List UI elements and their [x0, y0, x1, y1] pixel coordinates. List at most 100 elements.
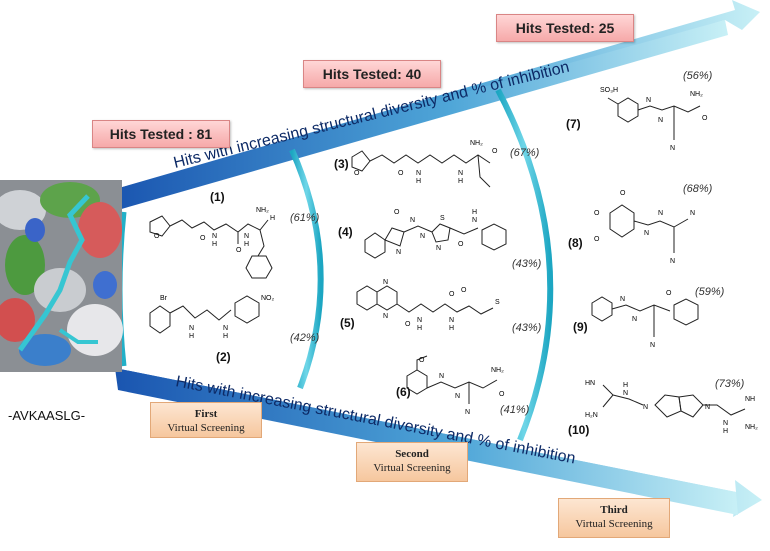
molecule-5-structure: N N O N H N H O O S — [355, 279, 500, 332]
atom-label: O — [702, 115, 708, 122]
atom-label: O — [154, 233, 160, 240]
compound-1-id: (1) — [210, 190, 225, 204]
atom-label: H — [723, 428, 728, 435]
atom-label: N — [436, 245, 441, 252]
atom-label: O — [419, 357, 425, 364]
compound-8-id: (8) — [568, 236, 583, 250]
atom-label: H — [417, 325, 422, 332]
atom-label: N — [449, 317, 454, 324]
atom-label: N — [396, 249, 401, 256]
atom-label: N — [212, 233, 217, 240]
molecule-3-structure: O O N H N H NH₂ O — [350, 140, 498, 195]
atom-label: N — [723, 420, 728, 427]
molecule-2-structure: Br NO₂ N H N H — [145, 295, 275, 340]
molecule-1: O O N H N H O NH₂ H — [140, 200, 290, 280]
atom-label: NH₂ — [690, 91, 703, 98]
atom-label: H — [189, 333, 194, 340]
compound-3-id: (3) — [334, 157, 349, 171]
molecule-7-structure: SO₃H N N NH₂ O N — [600, 87, 708, 152]
compound-9-id: (9) — [573, 320, 588, 334]
atom-label: N — [455, 393, 460, 400]
atom-label: H — [458, 178, 463, 185]
molecule-6: O N N NH₂ O N — [405, 352, 515, 416]
peptide-label: -AVKAASLG- — [8, 408, 86, 423]
atom-label: N — [189, 325, 194, 332]
atom-label: H — [449, 325, 454, 332]
compound-5-inhibition: (43%) — [512, 322, 542, 334]
molecule-8: O O O N N N N — [590, 185, 700, 265]
molecule-7: SO₃H N N NH₂ O N — [600, 80, 720, 155]
screening-text: Virtual Screening — [167, 422, 245, 434]
compound-6-inhibition: (41%) — [500, 404, 530, 416]
atom-label: N — [643, 404, 648, 411]
compound-2-inhibition: (42%) — [290, 332, 320, 344]
compound-5-id: (5) — [340, 316, 355, 330]
atom-label: Br — [160, 295, 168, 302]
screening-second: Second Virtual Screening — [356, 442, 468, 482]
atom-label: H — [416, 178, 421, 185]
atom-label: O — [492, 148, 498, 155]
atom-label: O — [449, 291, 455, 298]
atom-label: N — [658, 117, 663, 124]
atom-label: N — [383, 313, 388, 320]
screening-order: First — [194, 408, 218, 420]
screening-order: Third — [600, 504, 628, 516]
atom-label: S — [440, 215, 445, 222]
hits-box-third: Hits Tested: 25 — [496, 14, 634, 42]
screening-text: Virtual Screening — [575, 518, 653, 530]
atom-label: H — [244, 241, 249, 248]
atom-label: O — [594, 210, 600, 217]
protein-surface-image — [0, 180, 123, 372]
atom-label: H — [212, 241, 217, 248]
atom-label: O — [499, 391, 505, 398]
atom-label: S — [495, 299, 500, 306]
atom-label: N — [623, 390, 628, 397]
molecule-4: O N N N S N O N H — [360, 200, 515, 265]
atom-label: N — [650, 342, 655, 349]
compound-8-inhibition: (68%) — [683, 183, 713, 195]
atom-label: O — [405, 321, 411, 328]
atom-label: O — [666, 290, 672, 297]
molecule-6-structure: O N N NH₂ O N — [405, 352, 505, 416]
atom-label: NH — [745, 396, 755, 403]
molecule-10-structure: HN H₂N N H N N N H NH NH₂ — [585, 380, 758, 435]
molecule-8-structure: O O O N N N N — [594, 190, 695, 265]
atom-label: N — [420, 233, 425, 240]
atom-label: O — [458, 241, 464, 248]
atom-label: H₂N — [585, 412, 598, 419]
atom-label: O — [398, 170, 404, 177]
molecule-2: Br NO₂ N H N H — [145, 288, 285, 348]
atom-label: NH₂ — [470, 140, 483, 147]
atom-label: N — [410, 217, 415, 224]
molecule-5: N N O N H N H O O S — [355, 279, 510, 342]
compound-4-id: (4) — [338, 225, 353, 239]
molecule-3: O O N H N H NH₂ O — [350, 135, 510, 195]
atom-label: N — [458, 170, 463, 177]
atom-label: N — [670, 145, 675, 152]
atom-label: NO₂ — [261, 295, 275, 302]
atom-label: O — [354, 170, 360, 177]
molecule-10: HN H₂N N H N N N H NH NH₂ — [585, 375, 765, 445]
screening-first: First Virtual Screening — [150, 402, 262, 438]
molecule-1-structure: O O N H N H O NH₂ H — [140, 207, 275, 280]
atom-label: O — [620, 190, 626, 197]
hits-box-first: Hits Tested : 81 — [92, 120, 230, 148]
atom-label: O — [461, 287, 467, 294]
atom-label: N — [472, 217, 477, 224]
atom-label: N — [670, 258, 675, 265]
atom-label: N — [646, 97, 651, 104]
atom-label: N — [632, 316, 637, 323]
compound-10-id: (10) — [568, 423, 590, 437]
atom-label: N — [417, 317, 422, 324]
atom-label: NH₂ — [745, 424, 758, 431]
molecule-9-structure: N N O N — [590, 290, 720, 349]
atom-label: N — [223, 325, 228, 332]
atom-label: HN — [585, 380, 595, 387]
atom-label: H — [270, 215, 275, 222]
atom-label: N — [644, 230, 649, 237]
atom-label: O — [236, 247, 242, 254]
molecule-4-structure: O N N N S N O N H — [360, 209, 515, 265]
atom-label: O — [594, 236, 600, 243]
atom-label: H — [623, 382, 628, 389]
